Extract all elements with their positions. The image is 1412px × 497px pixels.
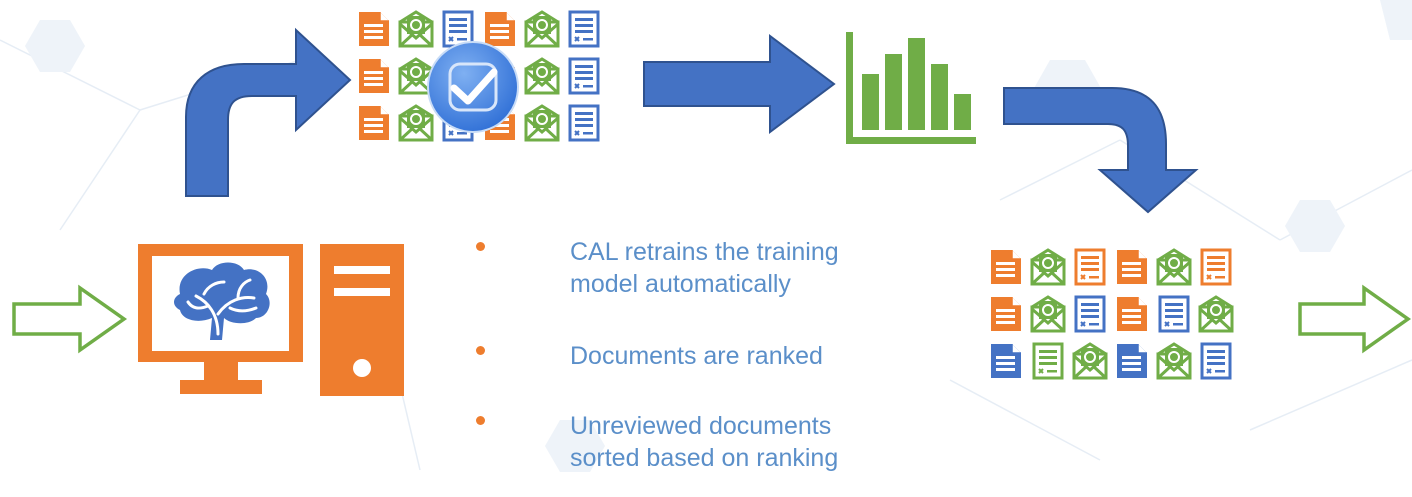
text-document-icon	[1117, 297, 1147, 331]
document-cell	[398, 10, 440, 50]
document-cell	[398, 57, 440, 97]
bullet-item: Documents are ranked	[470, 340, 850, 372]
document-cell	[398, 104, 440, 144]
email-icon	[398, 10, 434, 48]
document-cell	[356, 104, 398, 144]
document-cell	[1156, 342, 1198, 382]
text-document-icon	[991, 297, 1021, 331]
text-document-icon	[359, 59, 389, 93]
document-cell	[1114, 342, 1156, 382]
document-cell	[524, 10, 566, 50]
form-document-icon	[1158, 295, 1190, 333]
document-cell	[1114, 248, 1156, 288]
text-document-icon	[359, 106, 389, 140]
form-document-icon	[1074, 295, 1106, 333]
document-cell	[1198, 342, 1240, 382]
text-document-icon	[991, 250, 1021, 284]
computer-brain-icon	[138, 244, 303, 394]
right-arrow-icon	[643, 34, 836, 134]
bullet-dot-icon	[476, 346, 485, 355]
output-arrow-icon	[1298, 284, 1412, 354]
email-icon	[1156, 342, 1192, 380]
document-cell	[1114, 295, 1156, 335]
document-cell	[1072, 295, 1114, 335]
document-cell	[1156, 248, 1198, 288]
text-document-icon	[1117, 250, 1147, 284]
document-cell	[524, 104, 566, 144]
email-icon	[398, 104, 434, 142]
document-cell	[1030, 248, 1072, 288]
form-document-icon	[568, 10, 600, 48]
email-icon	[1156, 248, 1192, 286]
document-cell	[356, 57, 398, 97]
email-icon	[524, 10, 560, 48]
bullet-text: Unreviewed documents sorted based on ran…	[570, 412, 839, 472]
text-document-icon	[485, 12, 515, 46]
bar-chart-icon	[846, 32, 976, 144]
bullet-item: Unreviewed documents sorted based on ran…	[470, 410, 850, 474]
document-cell	[1198, 295, 1240, 335]
document-cell	[524, 57, 566, 97]
document-cell	[566, 10, 608, 50]
document-cell	[988, 342, 1030, 382]
bullet-dot-icon	[476, 242, 485, 251]
document-cell	[1198, 248, 1240, 288]
form-document-icon	[1074, 248, 1106, 286]
bullet-text: Documents are ranked	[570, 342, 823, 370]
document-cell	[356, 10, 398, 50]
form-document-icon	[1032, 342, 1064, 380]
email-icon	[1030, 248, 1066, 286]
bullet-dot-icon	[476, 416, 485, 425]
email-icon	[398, 57, 434, 95]
document-cell	[1072, 248, 1114, 288]
form-document-icon	[568, 104, 600, 142]
email-icon	[1072, 342, 1108, 380]
pc-tower-icon	[320, 244, 404, 396]
document-cell	[1030, 342, 1072, 382]
document-cell	[566, 104, 608, 144]
document-cell	[566, 57, 608, 97]
document-cell	[988, 248, 1030, 288]
form-document-icon	[568, 57, 600, 95]
document-cell	[1072, 342, 1114, 382]
document-cell	[482, 10, 524, 50]
form-document-icon	[1200, 248, 1232, 286]
input-arrow-icon	[12, 284, 128, 354]
bullet-list: CAL retrains the training model automati…	[470, 236, 850, 474]
text-document-icon	[991, 344, 1021, 378]
curved-up-right-arrow-icon	[185, 27, 352, 197]
email-icon	[524, 104, 560, 142]
email-icon	[1030, 295, 1066, 333]
checkmark-badge-icon	[427, 41, 519, 133]
document-cell	[1030, 295, 1072, 335]
bullet-text: CAL retrains the training model automati…	[570, 238, 839, 298]
email-icon	[1198, 295, 1234, 333]
form-document-icon	[1200, 342, 1232, 380]
sorted-documents-grid	[988, 248, 1240, 382]
document-cell	[988, 295, 1030, 335]
text-document-icon	[1117, 344, 1147, 378]
curved-right-down-arrow-icon	[1003, 87, 1199, 214]
document-cell	[1156, 295, 1198, 335]
bullet-item: CAL retrains the training model automati…	[470, 236, 850, 300]
email-icon	[524, 57, 560, 95]
text-document-icon	[359, 12, 389, 46]
